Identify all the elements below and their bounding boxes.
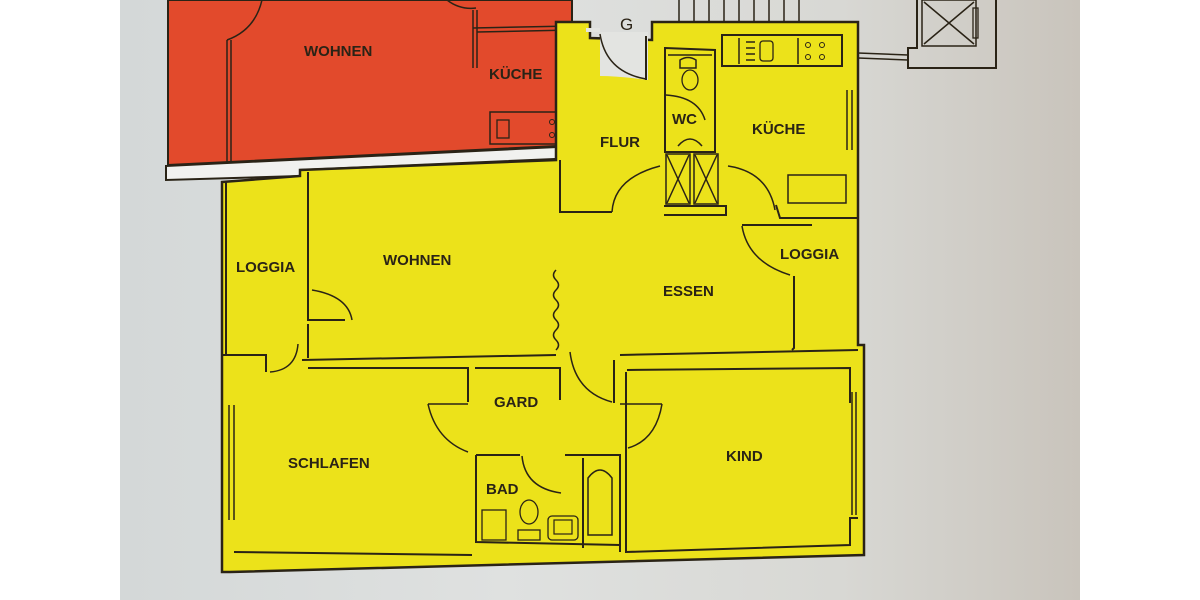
room-gard: GARD (494, 394, 538, 411)
floor-plan-photo: WOHNEN KÜCHE G (120, 0, 1080, 600)
stairwell: G (620, 0, 800, 34)
neighbor-room-kueche: KÜCHE (489, 66, 542, 83)
stair-label: G (620, 15, 633, 34)
room-flur: FLUR (600, 134, 640, 151)
room-loggia-west: LOGGIA (236, 259, 295, 276)
room-kueche: KÜCHE (752, 121, 805, 138)
room-bad: BAD (486, 481, 519, 498)
floor-plan-drawing: WOHNEN KÜCHE G (165, 0, 997, 574)
elevator-shaft (857, 0, 997, 69)
neighbor-room-wohnen: WOHNEN (304, 43, 372, 60)
room-wohnen: WOHNEN (383, 252, 451, 269)
room-loggia-east: LOGGIA (780, 246, 839, 263)
main-unit: FLUR WC KÜCHE LOGGIA WOHNEN ESSEN LOGGIA… (220, 20, 866, 574)
room-kind: KIND (726, 448, 763, 465)
room-wc: WC (672, 111, 697, 128)
room-essen: ESSEN (663, 283, 714, 300)
neighbor-unit: WOHNEN KÜCHE (165, 0, 579, 182)
room-schlafen: SCHLAFEN (288, 455, 370, 472)
